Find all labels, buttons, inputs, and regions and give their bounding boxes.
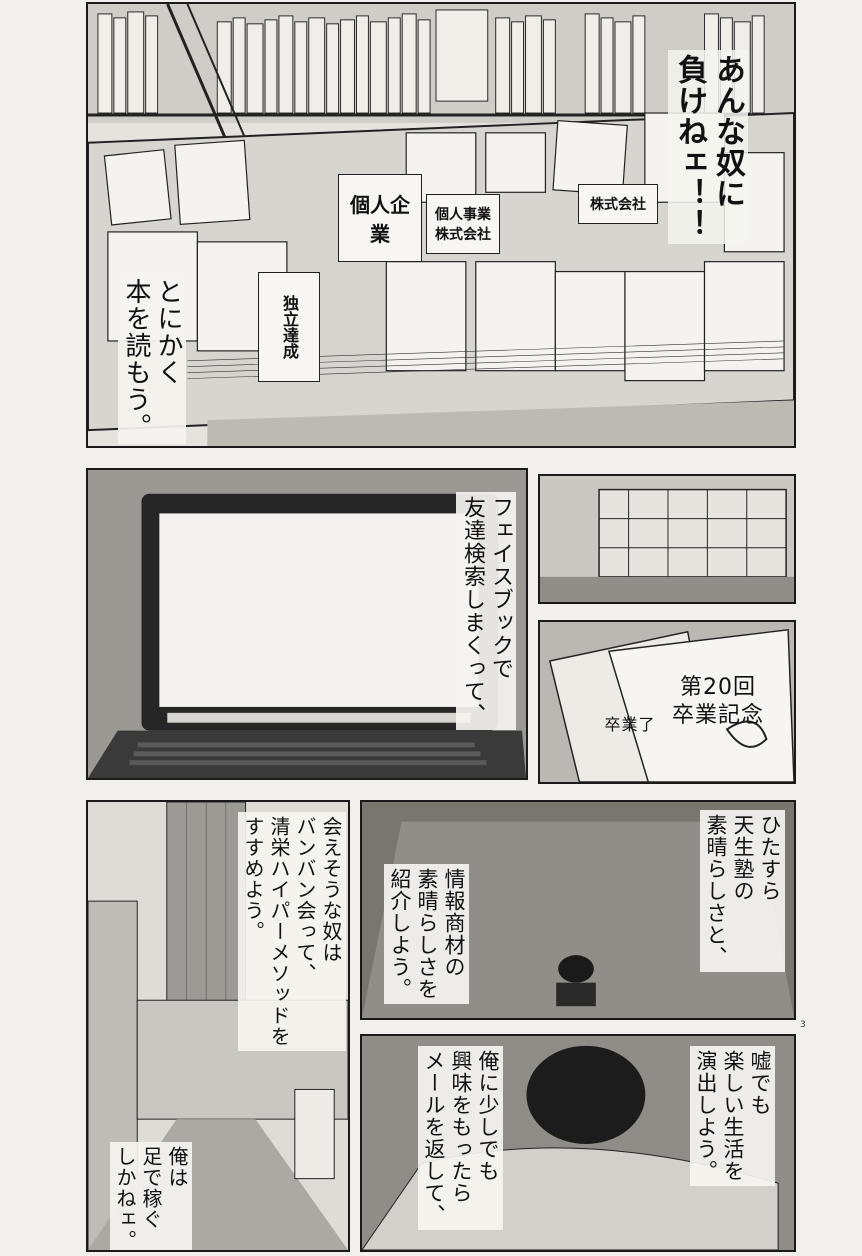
laptop-art	[88, 470, 526, 778]
panel-room-bottom: 嘘でも 楽しい生活を 演出しよう。 俺に少しでも 興味をもったら メールを返して…	[360, 1034, 796, 1252]
book-title: 独立達成	[280, 295, 299, 359]
yearbook-side-label: 卒業了	[604, 715, 656, 734]
building-art	[540, 476, 794, 602]
panel-bookstore: 個人企業 個人事業 株式会社 独立達成 株式会社 あんな奴に 負けねェ！！ とに…	[86, 2, 796, 448]
panel-street: 会えそうな奴は バンバン会って、 清栄ハイパーメソッドを すすめよう。 俺は 足…	[86, 800, 350, 1252]
panel-room-top: ひたすら 天生塾の 素晴らしさと、 情報商材の 素晴らしさを 紹介しよう。	[360, 800, 796, 1020]
panel-laptop: フェイスブックで 友達検索しまくって、	[86, 468, 528, 780]
narration-room-bottom-left: 俺に少しでも 興味をもったら メールを返して、	[418, 1046, 503, 1230]
book-cover-kojin-kigyo: 個人企業	[338, 174, 422, 262]
narration-street-bottom: 俺は 足で稼ぐ しかねェ。	[110, 1142, 192, 1250]
yearbook-art	[540, 622, 794, 782]
book-title: 個人事業 株式会社	[435, 207, 491, 243]
narration-room-top-left: 情報商材の 素晴らしさを 紹介しよう。	[384, 864, 469, 1004]
panel-yearbook: 第20回 卒業記念 卒業了	[538, 620, 796, 784]
page-number: 3	[800, 1020, 806, 1030]
book-title: 株式会社	[590, 197, 646, 213]
narration-bookstore: とにかく 本を読もう。	[118, 274, 186, 444]
book-title: 個人企業	[350, 193, 410, 246]
book-cover-kojin-jigyo: 個人事業 株式会社	[426, 194, 500, 254]
narration-laptop: フェイスブックで 友達検索しまくって、	[456, 492, 516, 730]
narration-room-bottom-right: 嘘でも 楽しい生活を 演出しよう。	[690, 1046, 775, 1186]
speech-shout: あんな奴に 負けねェ！！	[668, 50, 748, 244]
panel-building	[538, 474, 796, 604]
yearbook-cover-label: 第20回 卒業記念	[672, 675, 765, 728]
narration-street-top: 会えそうな奴は バンバン会って、 清栄ハイパーメソッドを すすめよう。	[238, 812, 346, 1051]
book-cover-dokuritsu: 独立達成	[258, 272, 320, 382]
narration-room-top-right: ひたすら 天生塾の 素晴らしさと、	[700, 810, 785, 972]
book-cover-kabushiki: 株式会社	[578, 184, 658, 224]
